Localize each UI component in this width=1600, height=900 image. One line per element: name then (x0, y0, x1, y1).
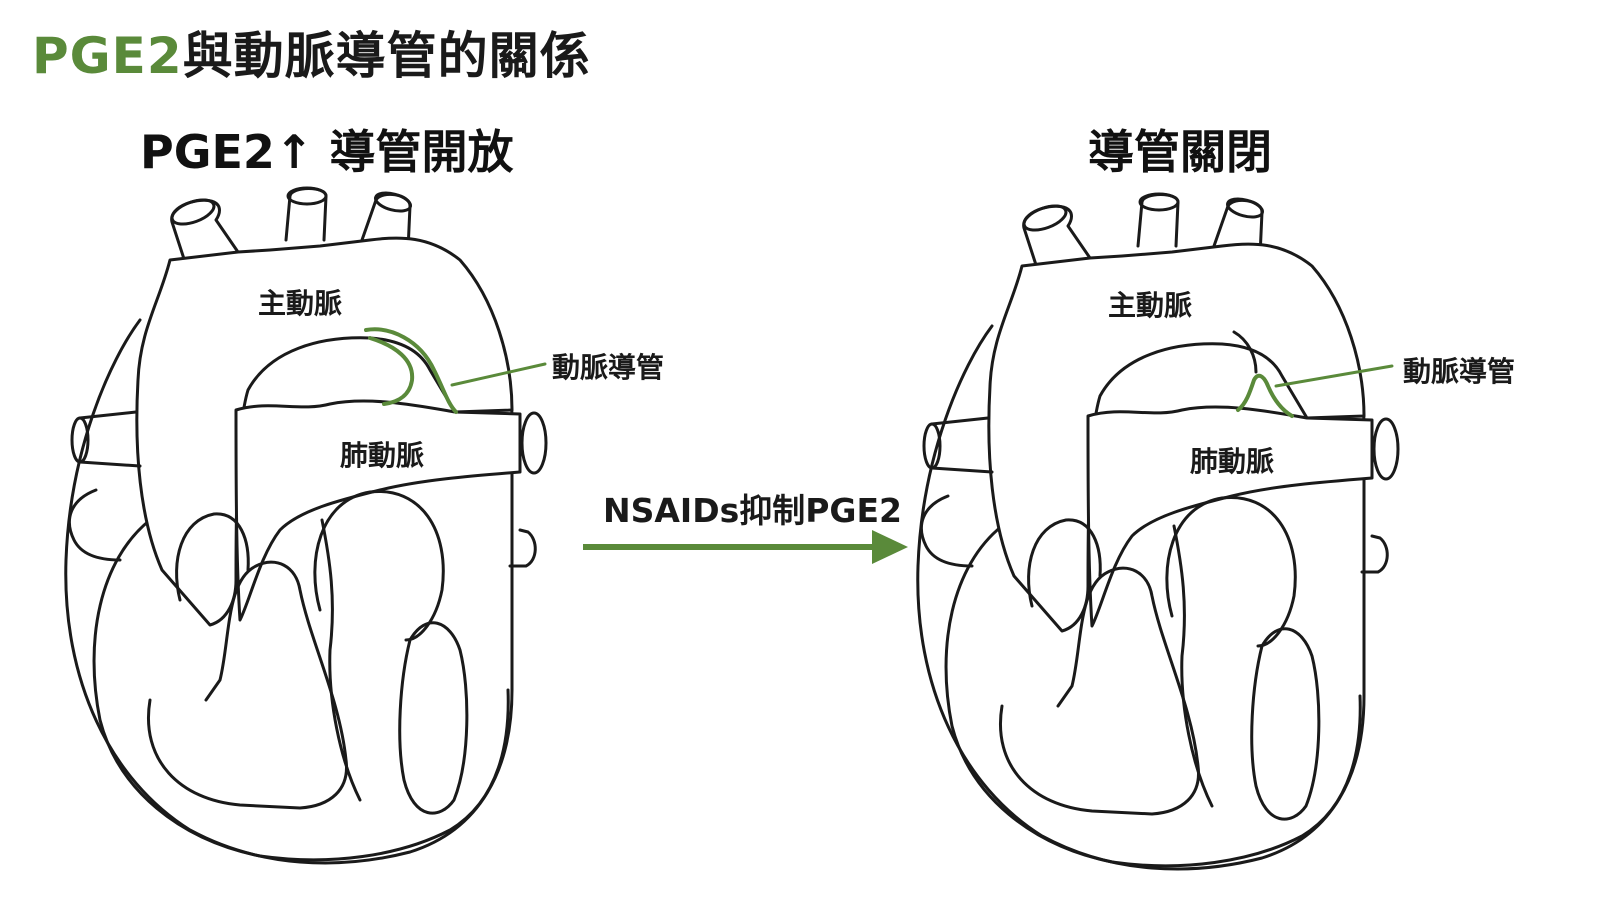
arrow-label: NSAIDs抑制PGE2 (603, 491, 903, 530)
right-panel-heading: 導管關閉 (1088, 125, 1272, 179)
arrow-head-icon (872, 530, 908, 564)
carotid-vessel (1136, 193, 1180, 248)
ductus-arteriosus-inner (368, 336, 415, 406)
left-pulmonary-branch (930, 416, 994, 474)
inferior-vessel (508, 528, 537, 568)
left-atrium-chamber (1165, 495, 1297, 648)
inferior-vessel (1360, 534, 1389, 574)
aortic-arch (135, 236, 514, 627)
heart-right (916, 192, 1400, 871)
left-ventricle (398, 621, 469, 815)
superior-vena-cava (919, 494, 974, 568)
left-duct-label: 動脈導管 (552, 351, 665, 384)
ductus-arteriosus-open (364, 327, 458, 414)
heart-inner-outline (944, 524, 1362, 868)
duct-pointer-line (1274, 364, 1394, 388)
right-aorta-label: 主動脈 (1108, 289, 1193, 322)
left-panel-heading: PGE2↑ 導管開放 (140, 125, 514, 179)
superior-vena-cava (67, 488, 122, 562)
right-atrium-chamber (175, 512, 250, 602)
diagram-title: PGE2與動脈導管的關係 (32, 16, 591, 88)
septum (320, 518, 362, 802)
duct-pointer-line (450, 362, 547, 387)
aortic-arch (987, 242, 1366, 633)
left-pulmonary-label: 肺動脈 (340, 439, 425, 472)
heart-left (64, 186, 548, 865)
heart-inner-outline (92, 518, 510, 862)
left-ventricle (1250, 627, 1321, 821)
right-atrium-chamber (1027, 518, 1102, 608)
left-atrium-chamber (313, 489, 445, 642)
ductus-closed-remnant (1232, 330, 1258, 374)
left-pulmonary-branch (78, 410, 142, 468)
right-duct-label: 動脈導管 (1403, 355, 1516, 388)
title-rest: 與動脈導管的關係 (182, 27, 591, 85)
septum (1172, 524, 1214, 808)
title-prefix: PGE2 (32, 27, 183, 85)
ductus-arteriosus-closed (1236, 373, 1294, 418)
left-aorta-label: 主動脈 (258, 287, 343, 320)
right-pulmonary-label: 肺動脈 (1190, 445, 1275, 478)
